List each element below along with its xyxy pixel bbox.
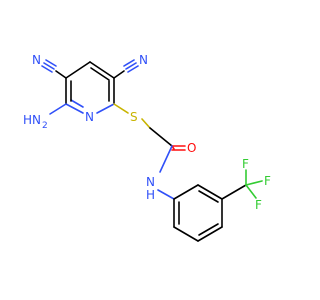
bond-ph-5-6 xyxy=(173,226,199,242)
phenyl-ring xyxy=(173,184,223,242)
atom-label-nh2-subscript: 2 xyxy=(42,121,48,131)
bond-ph-cf3 xyxy=(221,184,247,200)
bond-n1-c2-double xyxy=(70,99,84,108)
bond-co-nh xyxy=(159,145,173,173)
bond-ph-1-2 xyxy=(173,184,199,200)
atom-label-ring-n: N xyxy=(85,110,94,124)
atom-label-n-left: N xyxy=(32,53,41,67)
bond-cn-right-triple-b xyxy=(123,59,135,67)
bond-cn-right-triple-c xyxy=(127,65,139,73)
atom-label-f-right: F xyxy=(264,174,271,188)
atom-label-nh2-n: N xyxy=(32,113,41,127)
bond-ch2-co xyxy=(149,127,173,147)
atom-label-amide-n: N xyxy=(146,175,155,189)
bond-cn-right-triple-a xyxy=(125,62,137,70)
bond-cf3-f-bottom xyxy=(245,184,257,199)
bond-cf3-f-right xyxy=(245,180,263,186)
atom-label-n-right: N xyxy=(139,53,148,67)
nitrile-right xyxy=(113,59,139,79)
atom-label-nh2-h: H xyxy=(23,113,32,127)
bond-c4-c5 xyxy=(89,61,115,79)
bond-c6-s xyxy=(113,103,129,114)
bond-cn-left-triple-a xyxy=(43,62,55,70)
atom-label-s: S xyxy=(130,110,138,124)
atom-label-o: O xyxy=(187,141,196,155)
bond-ph-2-3-double xyxy=(198,190,219,203)
bond-ph-4-5 xyxy=(197,226,223,242)
bond-cn-left-triple-b xyxy=(45,59,57,67)
atom-label-amide-h: H xyxy=(146,188,155,202)
bond-c5-cn-right xyxy=(113,70,125,79)
bond-ph-2-3 xyxy=(197,184,223,200)
bond-c2-nh2 xyxy=(49,103,67,115)
bond-ph-4-5-double xyxy=(198,223,219,236)
bond-c6-n1 xyxy=(96,103,115,114)
bond-c3-c4 xyxy=(65,61,91,79)
bond-c3-cn-left xyxy=(55,70,67,79)
bond-s-ch2 xyxy=(141,118,151,129)
bond-c4-c5-double xyxy=(90,67,110,81)
bond-cn-left-triple-c xyxy=(41,65,53,73)
bond-nh-phenyl xyxy=(157,189,175,200)
atom-label-f-top: F xyxy=(242,157,249,171)
bond-n1-c2 xyxy=(65,103,84,114)
nitrile-left xyxy=(41,59,67,79)
pyridine-ring xyxy=(65,61,115,114)
atom-label-f-bottom: F xyxy=(255,198,262,212)
molecule-diagram: N N H N 2 N S O N H F F F xyxy=(23,53,271,242)
